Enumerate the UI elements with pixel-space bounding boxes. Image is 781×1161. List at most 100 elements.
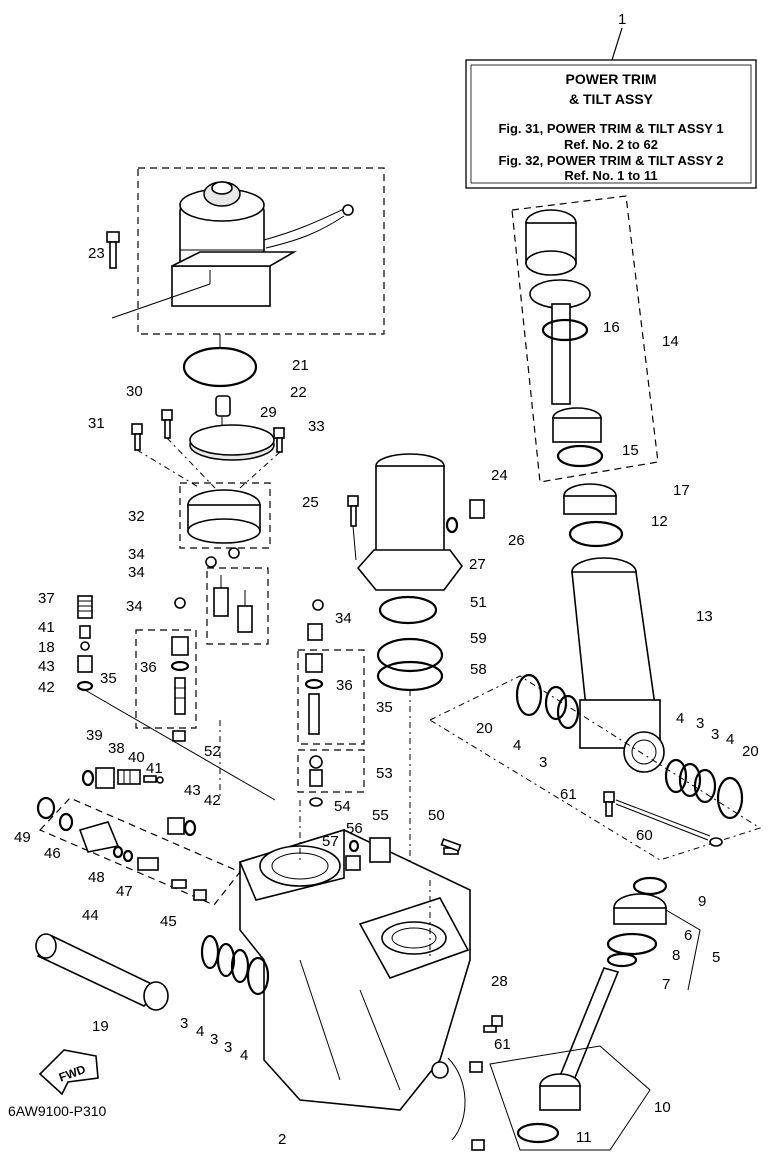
callout-20: 20 [476,720,493,737]
callout-20b: 20 [742,743,759,760]
callout-52: 52 [204,743,221,760]
callout-5: 5 [712,949,720,966]
callout-41b: 41 [146,760,163,777]
callout-23: 23 [88,245,105,262]
pump-top-plate-29 [131,395,285,461]
gear-pump-assy [174,547,324,645]
callout-14: 14 [662,333,679,350]
accumulator-19 [35,933,169,1011]
fwd-arrow: FWD [38,1049,99,1096]
callout-4b: 4 [676,710,684,727]
callout-19: 19 [92,1018,109,1035]
callout-11: 11 [576,1129,592,1146]
callout-49: 49 [14,829,31,846]
callout-42b: 42 [204,792,221,809]
valve-35-right [297,623,365,745]
callout-41a: 41 [38,619,55,636]
title-line-5: Fig. 32, POWER TRIM & TILT ASSY 2 [498,153,723,168]
title-line-6: Ref. No. 1 to 11 [564,168,657,183]
callout-31: 31 [88,415,105,432]
ring-20-left [515,673,543,717]
callout-3: 3 [539,754,547,771]
callout-21: 21 [292,357,309,374]
callout-9: 9 [698,893,706,910]
title-line-1: POWER TRIM [566,71,657,87]
motor-assembly [111,167,385,335]
o-ring-51 [378,595,438,625]
callout-12: 12 [651,513,668,530]
callout-26: 26 [508,532,525,549]
callout-39: 39 [86,727,103,744]
title-line-3: Fig. 31, POWER TRIM & TILT ASSY 1 [498,121,723,136]
callout-28: 28 [491,973,508,990]
callout-34a: 34 [128,546,145,563]
callout-labels: 2 3 4 5 6 7 8 9 10 11 12 13 14 15 16 17 … [14,245,759,1148]
callout-38: 38 [108,740,125,757]
piston-assy-5 [606,876,701,991]
callout-44: 44 [82,907,99,924]
callout-6: 6 [684,927,692,944]
callout-22: 22 [290,384,307,401]
callout-3e: 3 [210,1031,218,1048]
callout-37: 37 [38,590,55,607]
callout-51: 51 [470,594,487,611]
callout-58: 58 [470,661,487,678]
callout-35a: 35 [100,670,117,687]
left-spring-stack [76,595,276,801]
callout-61b: 61 [494,1036,511,1053]
callout-50: 50 [428,807,445,824]
ring-4-left [544,685,568,721]
manual-valve-parts [81,767,197,837]
tilt-rod-assy-14 [511,195,659,483]
callout-60: 60 [636,827,653,844]
callout-27: 27 [469,556,486,573]
callout-36b: 36 [336,677,353,694]
callout-43a: 43 [38,658,55,675]
callout-36a: 36 [140,659,157,676]
callout-61a: 61 [560,786,577,803]
callout-42a: 42 [38,679,55,696]
callout-8: 8 [672,947,680,964]
callout-34d: 34 [335,610,352,627]
callout-43b: 43 [184,782,201,799]
main-body-2 [219,720,471,1111]
manual-valve-box-44 [36,796,241,906]
callout-3d: 3 [180,1015,188,1032]
callout-3b: 3 [696,715,704,732]
callout-34c: 34 [126,598,143,615]
tilt-cylinder-13 [571,557,665,773]
title-box: 1 POWER TRIM & TILT ASSY Fig. 31, POWER … [465,11,757,189]
callout-13: 13 [696,608,713,625]
callout-17: 17 [673,482,690,499]
callout-53: 53 [376,765,393,782]
bolt-23 [106,231,120,269]
callout-18: 18 [38,639,55,656]
ring-59 [376,637,444,673]
title-line-2: & TILT ASSY [569,91,654,107]
title-line-4: Ref. No. 2 to 62 [564,137,658,152]
callout-10: 10 [654,1099,671,1116]
callout-34b: 34 [128,564,145,581]
callout-3f: 3 [224,1039,232,1056]
pump-body-32 [179,482,271,549]
callout-29: 29 [260,404,277,421]
callout-3c: 3 [711,726,719,743]
drawing-code: 6AW9100-P310 [8,1103,107,1119]
callout-4c: 4 [726,731,734,748]
title-ref-number: 1 [618,11,626,28]
callout-56: 56 [346,820,363,837]
callout-32: 32 [128,508,145,525]
callout-35b: 35 [376,699,393,716]
callout-47: 47 [116,883,133,900]
valve-35-left [135,629,197,742]
callout-46: 46 [44,845,61,862]
callout-59: 59 [470,630,487,647]
callout-33: 33 [308,418,325,435]
o-ring-21 [182,346,258,388]
callout-16: 16 [603,319,620,336]
callout-30: 30 [126,383,143,400]
callout-24: 24 [491,467,508,484]
callout-7: 7 [662,976,670,993]
trim-rod-10 [489,967,651,1151]
